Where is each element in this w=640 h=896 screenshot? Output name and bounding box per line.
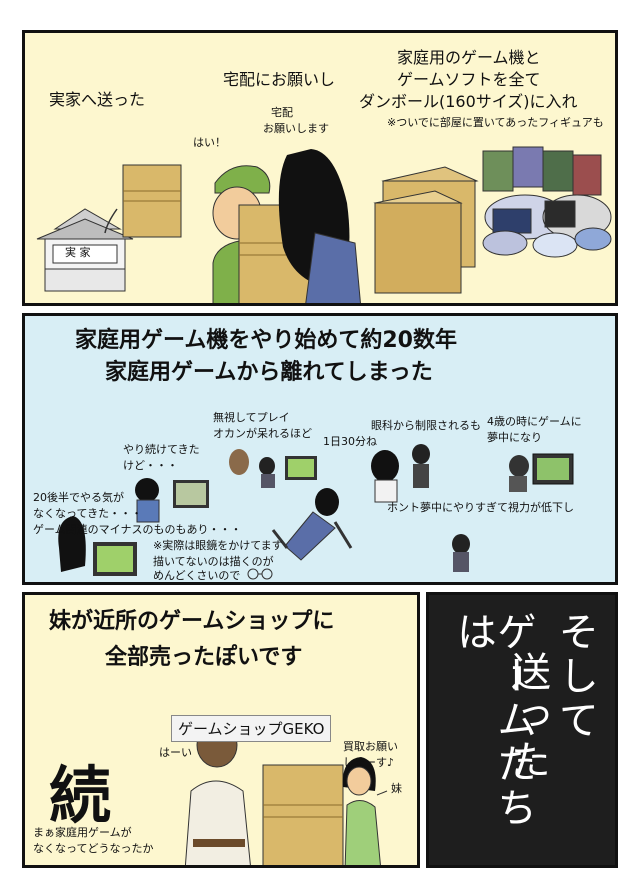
panel3-caption-line1: 妹が近所のゲームショップに: [49, 609, 335, 634]
speech-clerk: はーい: [159, 746, 192, 759]
sister-figure: [342, 757, 381, 865]
caption-pack-line3: ダンボール(160サイズ)に入れ: [359, 92, 578, 111]
long-hair-person: [278, 149, 361, 303]
eyesight-person: [452, 534, 470, 572]
speech-courier: はい！: [193, 136, 226, 149]
closing-col3: ゲームたちは: [450, 611, 536, 831]
note-eyesight: ホント夢中にやりすぎて視力が低下し: [387, 501, 574, 514]
note-20s-line3: ゲーム関連のマイナスのものもあり・・・: [33, 523, 242, 536]
caption-pack-line1: 家庭用のゲーム機と: [397, 48, 541, 67]
speech-request-line1: 宅配: [271, 106, 293, 119]
clerk-figure: [184, 722, 251, 865]
sad-gamer-scene: [58, 516, 137, 576]
speech-sister-line2: しまーす♪: [343, 756, 395, 769]
doctor-scene: [371, 444, 430, 503]
note-age4-line1: 4歳の時にゲームに: [487, 415, 582, 428]
speech-request-line2: お願いします: [263, 122, 329, 135]
caption-sent-home: 実家へ送った: [49, 90, 146, 109]
note-ignore-line1: 無視してプレイ: [213, 411, 290, 424]
note-glasses-line1: ※実際は眼鏡をかけてます: [153, 539, 283, 552]
note-eye-doctor: 眼科から制限されるも: [371, 419, 481, 432]
panel3-caption-line2: 全部売ったぽいです: [105, 645, 303, 670]
house-sign: 実 家: [65, 246, 91, 259]
panel-history: 家庭用ゲーム機をやり始めて約20数年 家庭用ゲームから離れてしまった 4歳の時に…: [22, 313, 618, 585]
caption-pack-line2: ゲームソフトを全て: [397, 70, 541, 89]
note-glasses-line2: 描いてないのは描くのが: [153, 555, 274, 568]
packed-boxes: [373, 166, 479, 294]
note-20s-line1: 20後半でやる気が: [33, 491, 124, 504]
panel1-illustration: [36, 146, 612, 303]
caption-courier: 宅配にお願いし: [223, 70, 336, 89]
tv-scene-age4: [509, 453, 574, 492]
speech-sister-line1: 買取お願い: [343, 740, 398, 753]
lying-person: [271, 488, 353, 561]
note-kept-line2: けど・・・: [123, 459, 178, 472]
closing-col1: そして: [552, 611, 598, 743]
note-20s-line2: なくなってきた・・・: [33, 507, 143, 520]
to-be-continued-mark: 続: [49, 759, 112, 832]
panel-game-shop: 妹が近所のゲームショップに 全部売ったぽいです ゲームショップGEKO はーい …: [22, 592, 420, 868]
shop-sign: ゲームショップGEKO: [171, 715, 332, 742]
kept-playing-scene: [135, 478, 209, 523]
closing-col2: 送った: [504, 651, 550, 783]
label-sister: 妹: [391, 782, 402, 795]
note-ignore-line2: オカンが呆れるほど: [213, 427, 312, 440]
note-kept-line1: やり続けてきた: [123, 443, 200, 456]
panel-shipping: 実家へ送った 宅配にお願いし 家庭用のゲーム機と ゲームソフトを全て ダンボール…: [22, 30, 618, 306]
footnote-line2: なくなってどうなったか: [33, 842, 154, 855]
house-drawing: [36, 208, 134, 292]
note-30min: 1日30分ね: [323, 435, 377, 448]
footnote-line1: まぁ家庭用ゲームが: [33, 826, 132, 839]
note-glasses-line3: めんどくさいので: [153, 569, 241, 582]
game-pile: [482, 146, 612, 258]
panel2-title-line2: 家庭用ゲームから離れてしまった: [105, 360, 433, 385]
mom-scene: [229, 449, 317, 488]
note-age4-line2: 夢中になり: [487, 431, 542, 444]
panel-closing-caption: そして 送った ゲームたちは: [426, 592, 618, 868]
note-figures: ※ついでに部屋に置いてあったフィギュアも: [387, 116, 604, 129]
glasses-icon: [247, 568, 273, 580]
shipped-box: [122, 164, 182, 238]
panel2-illustration: [58, 444, 574, 580]
panel2-title-line1: 家庭用ゲーム機をやり始めて約20数年: [75, 328, 457, 353]
